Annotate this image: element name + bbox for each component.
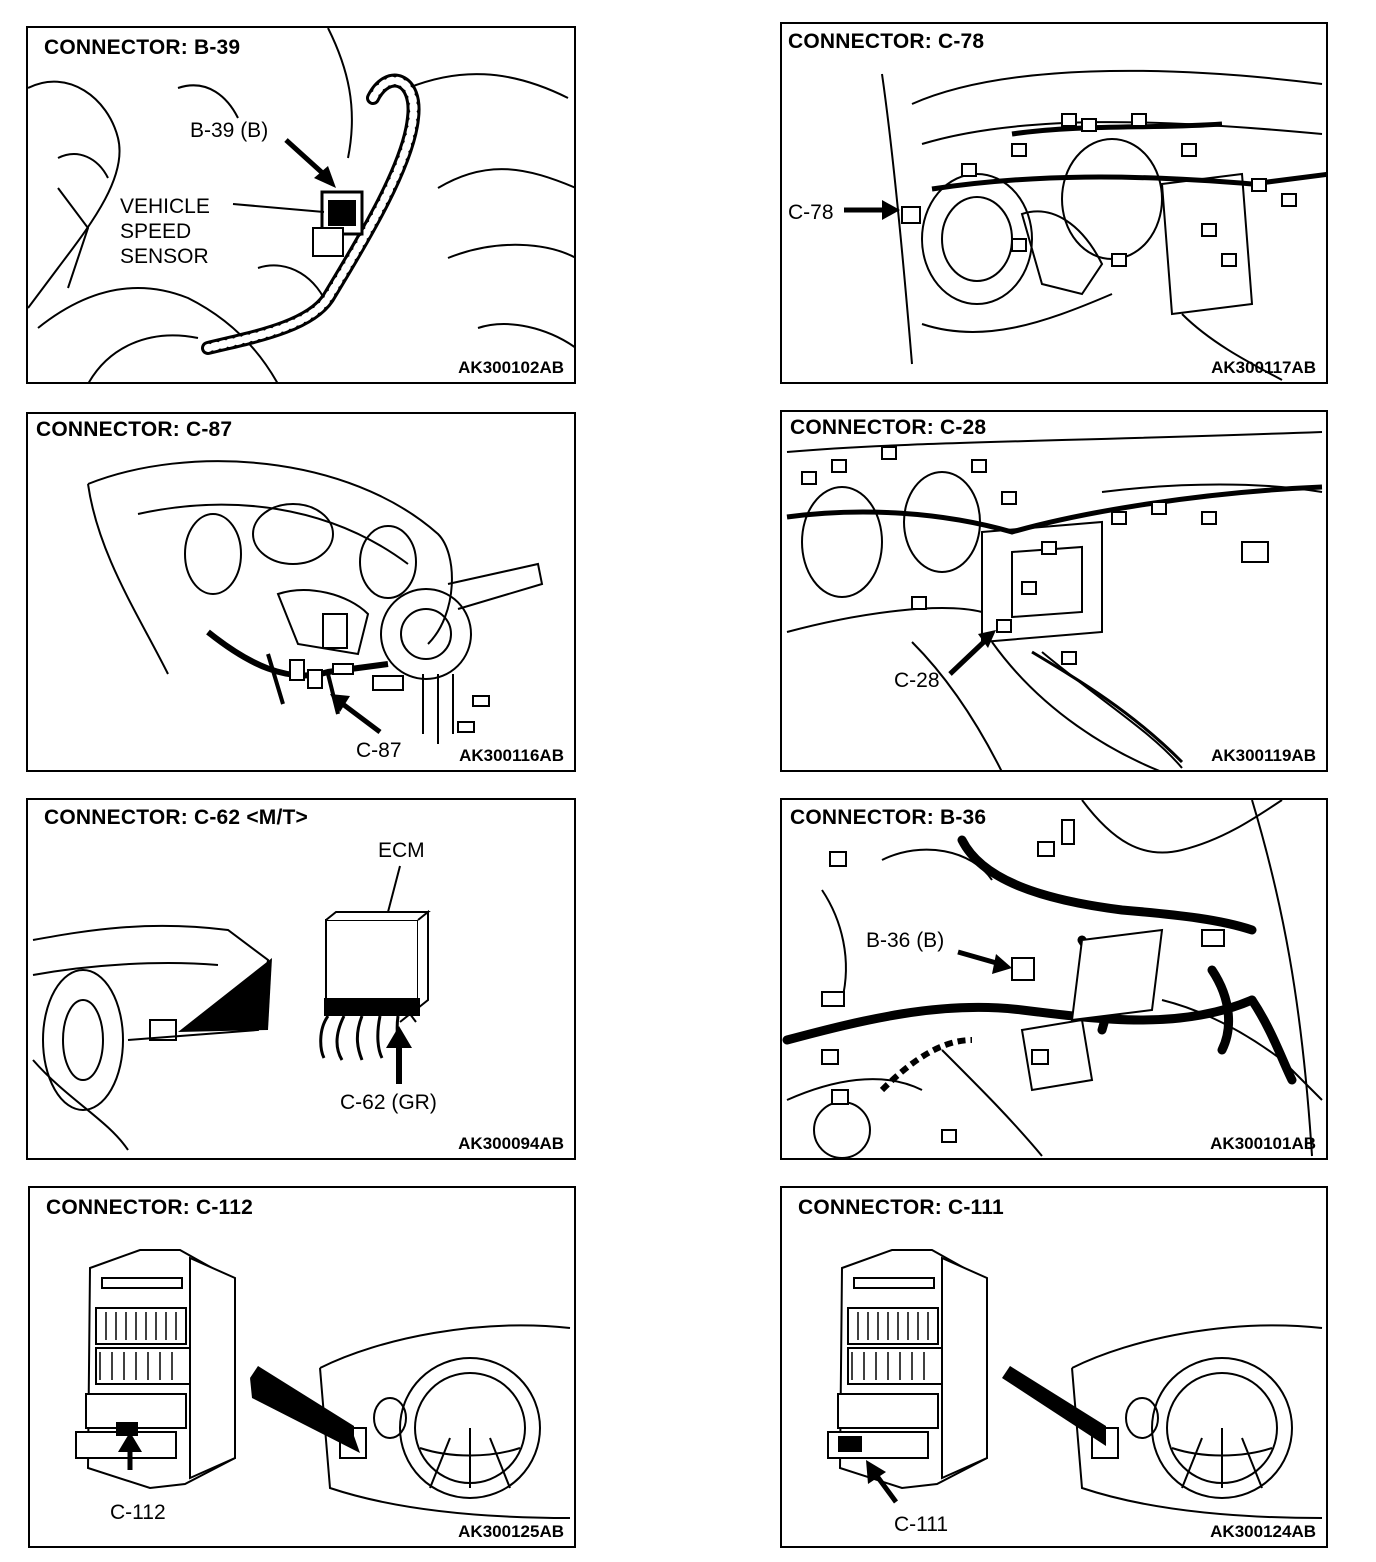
connector-label: C-62 (GR): [340, 1091, 437, 1114]
connector-label: C-112: [110, 1501, 166, 1524]
panel-title: CONNECTOR: C-78: [788, 30, 985, 53]
connector-label: B-39 (B): [190, 119, 269, 142]
panel-title: CONNECTOR: C-62 <M/T>: [44, 806, 309, 829]
figure-code: AK300124AB: [1210, 1522, 1316, 1541]
sensor-label-line: SENSOR: [120, 245, 209, 268]
panel-c87: CONNECTOR: C-87 C-87 AK300116AB: [26, 412, 576, 772]
panel-c111: CONNECTOR: C-111 C-111 AK300124AB: [780, 1186, 1328, 1548]
panel-c28: CONNECTOR: C-28 C-28 AK300119AB: [780, 410, 1328, 772]
c62-illustration: [32, 865, 431, 1151]
figure-code: AK300116AB: [459, 746, 564, 765]
panel-title: CONNECTOR: C-111: [798, 1196, 1004, 1219]
b39-illustration: [28, 28, 574, 382]
panel-title: CONNECTOR: B-36: [790, 806, 987, 829]
panel-c78: CONNECTOR: C-78 C-78 AK300117AB: [780, 22, 1328, 384]
connector-label: C-28: [894, 669, 940, 692]
sensor-label: VEHICLE SPEED SENSOR: [120, 194, 210, 269]
sensor-label-line: SPEED: [120, 220, 192, 243]
ecm-label: ECM: [378, 839, 425, 862]
panel-b36: CONNECTOR: B-36 B-36 (B) AK300101AB: [780, 798, 1328, 1160]
sensor-label-line: VEHICLE: [120, 195, 210, 218]
panel-title: CONNECTOR: B-39: [44, 36, 241, 59]
figure-code: AK300117AB: [1211, 358, 1316, 377]
c78-illustration: [844, 69, 1326, 381]
connector-label: C-111: [894, 1513, 949, 1536]
c28-illustration: [786, 431, 1323, 770]
panel-c62: CONNECTOR: C-62 <M/T> ECM C-62 (GR) AK30…: [26, 798, 576, 1160]
figure-code: AK300094AB: [458, 1134, 564, 1153]
c111-illustration: [827, 1249, 1323, 1519]
connector-label: B-36 (B): [866, 929, 945, 952]
panel-b39: CONNECTOR: B-39 B-39 (B) VEHICLE SPEED S…: [26, 26, 576, 384]
connector-label: C-87: [356, 739, 402, 762]
figure-code: AK300119AB: [1211, 746, 1316, 765]
c87-illustration: [87, 460, 544, 744]
panel-c112: CONNECTOR: C-112 C-112 AK300125AB: [28, 1186, 576, 1548]
panel-title: CONNECTOR: C-28: [790, 416, 987, 439]
c112-illustration: [75, 1249, 571, 1519]
figure-code: AK300125AB: [458, 1522, 564, 1541]
figure-code: AK300102AB: [458, 358, 564, 377]
panel-title: CONNECTOR: C-87: [36, 418, 233, 441]
b36-illustration: [782, 800, 1323, 1158]
panel-title: CONNECTOR: C-112: [46, 1196, 254, 1219]
connector-label: C-78: [788, 201, 834, 224]
figure-code: AK300101AB: [1210, 1134, 1316, 1153]
